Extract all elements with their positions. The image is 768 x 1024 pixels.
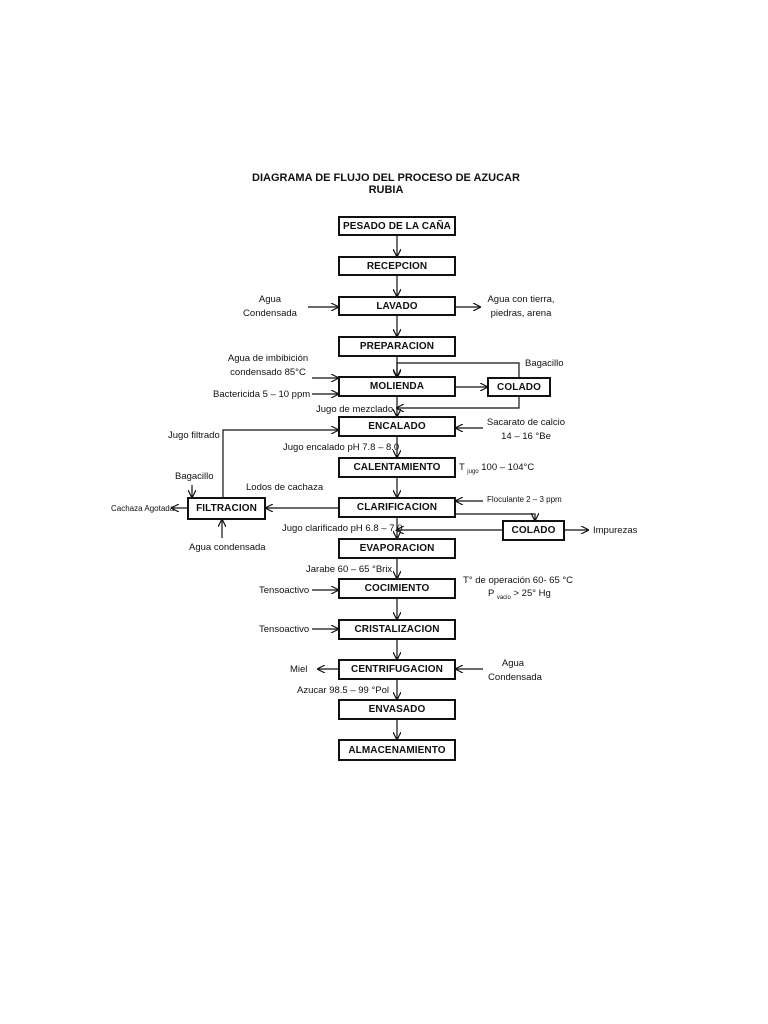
label-sacarato-a: Sacarato de calcio <box>486 417 566 428</box>
step-almacenamiento: ALMACENAMIENTO <box>338 739 456 761</box>
label-agua-condensada-2: Agua condensada <box>189 542 266 553</box>
label-tensoactivo-1: Tensoactivo <box>259 585 310 596</box>
label-agua-condensada-3a: Agua <box>501 658 525 669</box>
label-cachaza-agotada: Cachaza Agotada <box>111 504 175 513</box>
step-filtracion: FILTRACION <box>187 497 266 520</box>
label-azucar: Azucar 98.5 – 99 °Pol <box>297 685 389 696</box>
step-colado-1: COLADO <box>487 377 551 397</box>
step-cocimiento: COCIMIENTO <box>338 578 456 599</box>
step-encalado: ENCALADO <box>338 416 456 437</box>
label-jugo-mezclado: Jugo de mezclado <box>316 404 394 415</box>
step-lavado: LAVADO <box>338 296 456 316</box>
step-colado-2: COLADO <box>502 520 565 541</box>
diagram-title: DIAGRAMA DE FLUJO DEL PROCESO DE AZUCAR … <box>252 172 520 196</box>
label-agua-condensada-1a: Agua <box>258 294 282 305</box>
label-imbibicion-b: condensado 85°C <box>230 367 306 378</box>
label-jarabe: Jarabe 60 – 65 °Brix <box>306 564 393 575</box>
label-bactericida: Bactericida 5 – 10 ppm <box>213 389 311 400</box>
step-envasado: ENVASADO <box>338 699 456 720</box>
label-t-jugo: T jugo 100 – 104°C <box>459 462 535 475</box>
arrow-jugo-filtrado <box>222 430 338 497</box>
label-lodos-cachaza: Lodos de cachaza <box>246 482 324 493</box>
arrow-colado-bagacillo-return <box>397 362 520 377</box>
arrow-colado-jugo-mezclado <box>397 397 520 408</box>
step-molienda: MOLIENDA <box>338 376 456 397</box>
label-agua-condensada-1b: Condensada <box>243 308 297 319</box>
step-cristalizacion: CRISTALIZACION <box>338 619 456 640</box>
label-agua-condensada-3b: Condensada <box>488 672 542 683</box>
label-jugo-clarificado: Jugo clarificado pH 6.8 – 7.0 <box>282 523 403 534</box>
label-imbibicion-a: Agua de imbibición <box>227 353 309 364</box>
label-agua-tierra-b: piedras, arena <box>490 308 552 319</box>
arrow-clarificacion-colado <box>456 514 535 520</box>
step-evaporacion: EVAPORACION <box>338 538 456 559</box>
label-bagacillo-2: Bagacillo <box>175 471 214 482</box>
step-calentamiento: CALENTAMIENTO <box>338 457 456 478</box>
label-jugo-filtrado: Jugo filtrado <box>168 430 220 441</box>
step-clarificacion: CLARIFICACION <box>338 497 456 518</box>
step-centrifugacion: CENTRIFUGACION <box>338 659 456 680</box>
step-preparacion: PREPARACION <box>338 336 456 357</box>
step-recepcion: RECEPCION <box>338 256 456 276</box>
label-p-vacio: P vacio > 25° Hg <box>488 588 551 601</box>
label-agua-tierra-a: Agua con tierra, <box>487 294 555 305</box>
label-bagacillo-1: Bagacillo <box>525 358 564 369</box>
label-impurezas: Impurezas <box>593 525 638 536</box>
label-floculante: Floculante 2 – 3 ppm <box>487 495 562 504</box>
label-t-operacion: T° de operación 60- 65 °C <box>463 575 574 586</box>
label-jugo-encalado: Jugo encalado pH 7.8 – 8.0 <box>283 442 400 453</box>
step-pesado: PESADO DE LA CAÑA <box>338 216 456 236</box>
label-sacarato-b: 14 – 16 °Be <box>501 431 551 442</box>
label-tensoactivo-2: Tensoactivo <box>259 624 310 635</box>
label-miel: Miel <box>290 664 308 675</box>
